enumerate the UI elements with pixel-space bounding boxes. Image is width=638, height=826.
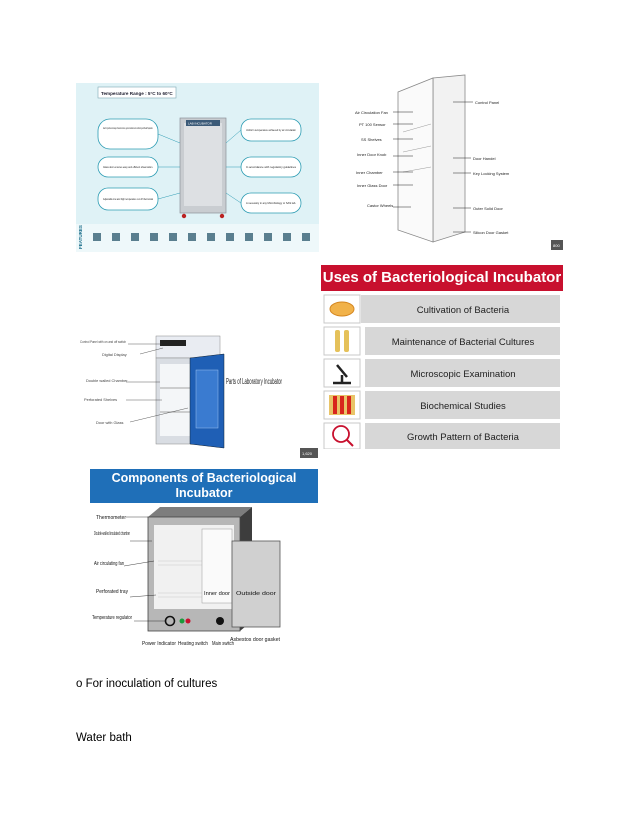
use-row-2 — [323, 326, 560, 356]
features-title: FEATURES — [78, 225, 83, 249]
right-bubble-3: A necessity in any Microbiology or SAS l… — [246, 202, 296, 205]
uses-header: Uses of Bacteriological Incubator — [321, 265, 563, 291]
left-bubble-1: Ideal for growth and storage of bacteria… — [103, 127, 153, 130]
inoculation-line: o For inoculation of cultures — [76, 678, 218, 690]
right-bubble-2: In accordance with regulatory guidelines — [246, 166, 297, 169]
use-row-1 — [323, 294, 560, 324]
components-banner: Components of Bacteriological Incubator — [90, 469, 318, 503]
label-heating-switch: Heating switch — [178, 641, 208, 647]
label-inner-chamber: Inner Chamber — [356, 170, 383, 175]
use-cultivation: Cultivation of Bacteria — [417, 305, 510, 316]
label-main-switch: Main switch — [212, 641, 234, 647]
cabinet-brand: LAB INCUBATOR — [188, 122, 213, 126]
feature-icons — [93, 233, 310, 241]
components-title-line2: Incubator — [175, 486, 233, 500]
components-title-line1: Components of Bacteriological — [111, 471, 297, 485]
corner-badge: 1,620 — [302, 451, 313, 456]
temperature-range: Temperature Range : 5°C to 60°C — [101, 91, 173, 96]
label-tray: Perforated tray — [96, 589, 128, 595]
label-control-panel: Control Panel with on and off switch — [80, 339, 126, 344]
uses-title: Uses of Bacteriological Incubator — [322, 269, 562, 286]
label-regulator: Temperature regulator — [92, 615, 132, 621]
label-fan: Air circulating fan — [94, 561, 124, 567]
incubator-parts-diagram: Air Circulation Fan PT 100 Sensor SS She… — [353, 72, 563, 252]
use-row-5 — [323, 422, 560, 449]
label-shelves: SS Shelves — [361, 137, 382, 142]
label-gasket: Asbestos door gasket — [230, 637, 281, 643]
label-door-knob: Inner Door Knob — [357, 152, 387, 157]
label-castor: Castor Wheels — [367, 203, 393, 208]
label-outer-door: Outer Solid Door — [473, 206, 503, 211]
label-air-fan: Air Circulation Fan — [355, 110, 388, 115]
use-microscopic: Microscopic Examination — [410, 369, 515, 380]
left-bubble-2: Glass door ensures easy and efficient ob… — [103, 166, 153, 169]
use-biochemical: Biochemical Studies — [420, 401, 506, 412]
figure3-title: Parts of Laboratory Incubator — [226, 377, 282, 386]
label-key-lock: Key Locking System — [473, 171, 510, 176]
label-sensor: PT 100 Sensor — [359, 122, 386, 127]
components-of-incubator: Components of Bacteriological Incubator … — [90, 469, 318, 657]
parts-of-lab-incubator: Control Panel with on and off switch Dig… — [78, 330, 318, 458]
label-control-panel: Control Panel — [475, 100, 499, 105]
use-maintenance: Maintenance of Bacterial Cultures — [392, 337, 535, 348]
use-row-4 — [323, 390, 560, 420]
label-power-indicator: Power Indicator — [142, 641, 176, 647]
water-bath-heading: Water bath — [76, 732, 132, 744]
label-digital-display: Digital Display — [102, 352, 127, 357]
uses-of-incubator: Uses of Bacteriological Incubator Cultiv… — [321, 265, 563, 449]
label-door-glass: Door with Glass — [96, 420, 124, 425]
use-row-3 — [323, 358, 560, 388]
label-chamber: Double-walled insulated chamber — [94, 531, 130, 537]
label-gasket: Silicon Door Gasket — [473, 230, 509, 235]
label-thermometer: Thermometer — [96, 515, 126, 521]
label-double-walled: Double walled Chamber — [86, 378, 128, 383]
label-door-handle: Door Handel — [473, 156, 496, 161]
right-bubble-1: Uniform temperature achieved by air circ… — [246, 129, 297, 132]
label-outside-door: Outside door — [236, 591, 276, 597]
use-growth-pattern: Growth Pattern of Bacteria — [407, 432, 520, 443]
corner-badge: 800 — [553, 243, 560, 248]
label-perforated: Perforated Shelves — [84, 397, 117, 402]
incubator-features-infographic: Temperature Range : 5°C to 60°C LAB INCU… — [76, 83, 319, 252]
label-glass-door: Inner Glass Door — [357, 183, 388, 188]
left-bubble-3: Adjustable low and high temperature cut … — [103, 198, 153, 201]
label-inner-door: Inner door — [204, 591, 230, 597]
